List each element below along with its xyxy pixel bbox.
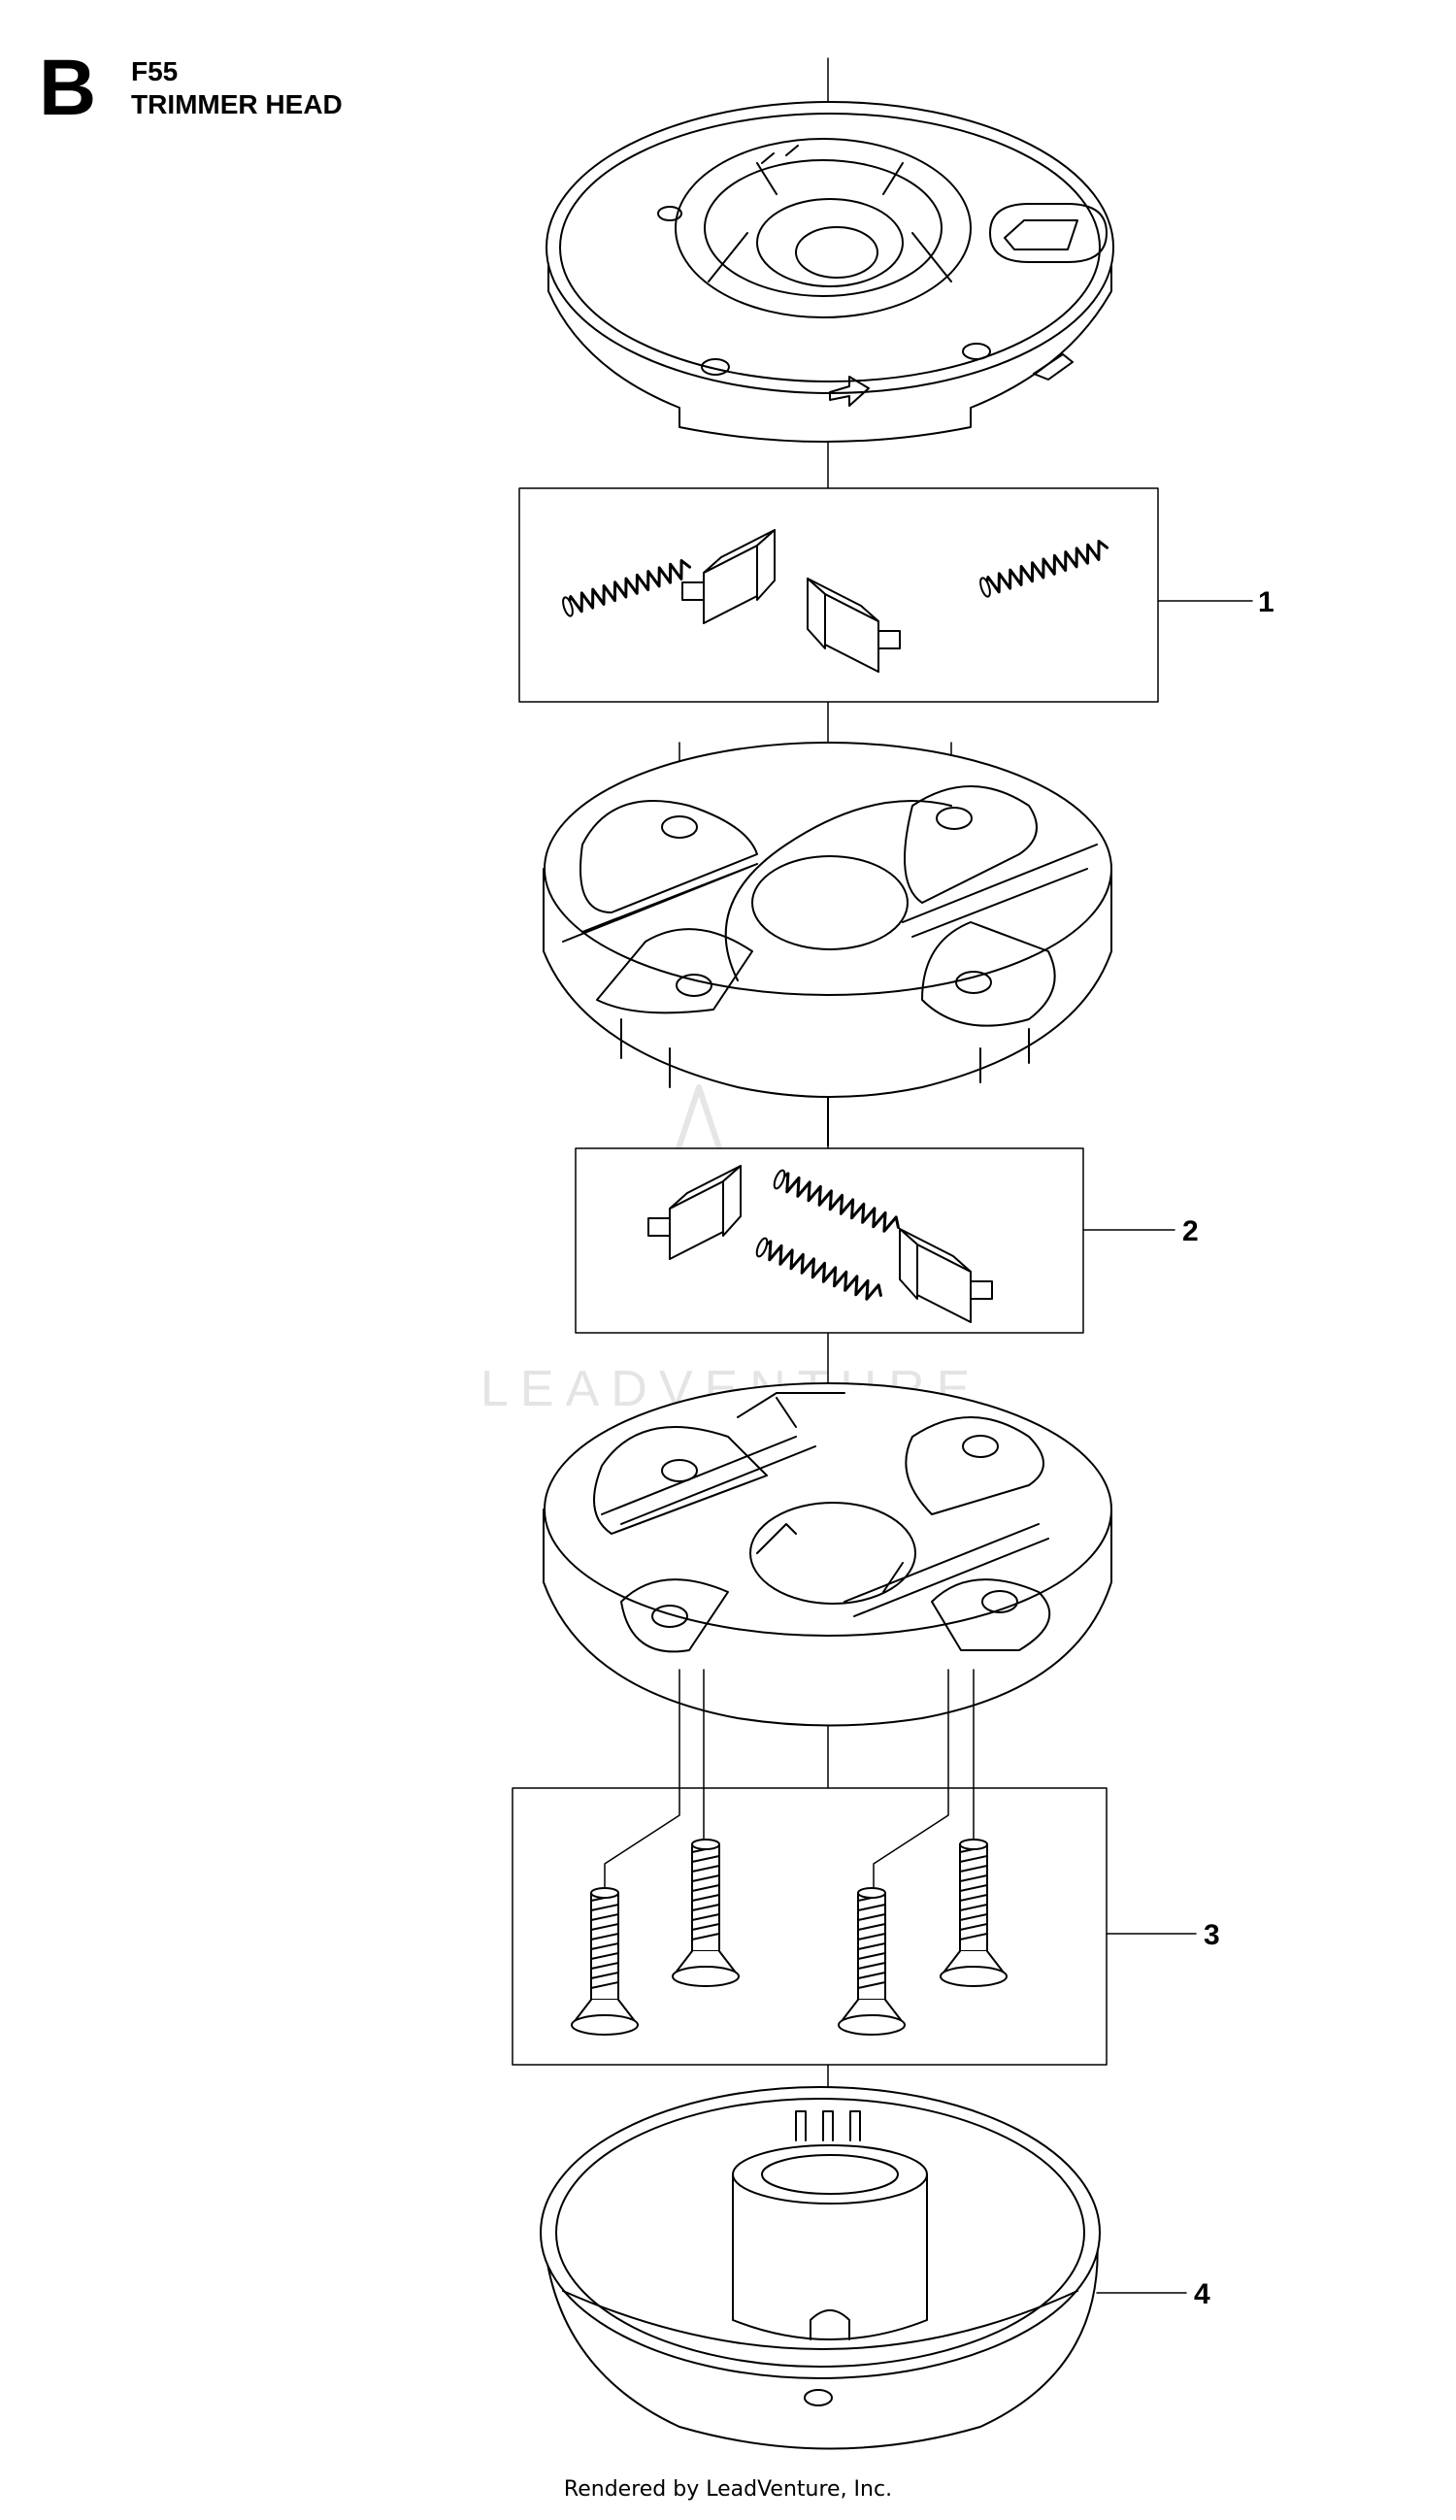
callout-1: 1 [1258, 586, 1274, 618]
callout-2: 2 [1182, 1215, 1199, 1247]
part-1-kit: 1 [518, 487, 1274, 703]
lower-blade-holder [543, 1382, 1112, 2010]
part-3-kit: 3 [512, 1787, 1220, 2066]
cover-cup: 4 [540, 2086, 1210, 2450]
render-credit: Rendered by LeadVenture, Inc. [563, 2477, 893, 2502]
section-letter: B [39, 44, 97, 132]
diagram-title: TRIMMER HEAD [131, 89, 343, 119]
top-drum [546, 101, 1114, 443]
model-number: F55 [131, 56, 179, 86]
upper-blade-holder [543, 742, 1112, 1146]
callout-3: 3 [1204, 1919, 1220, 1951]
callout-4: 4 [1194, 2278, 1210, 2310]
part-2-kit: 2 [575, 1147, 1199, 1334]
